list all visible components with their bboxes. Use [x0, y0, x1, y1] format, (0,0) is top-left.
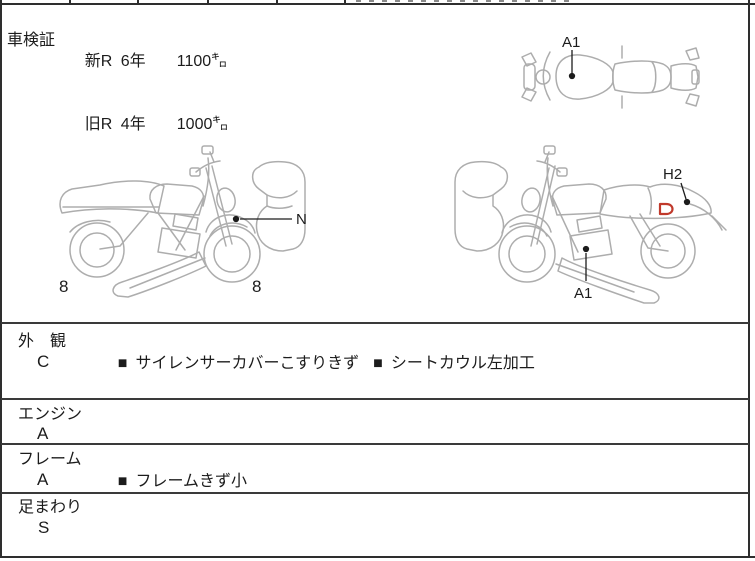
label-h2: H2: [663, 166, 682, 183]
table-left-border: [0, 0, 2, 558]
shaken-old-distance: 1000㌔: [176, 116, 229, 133]
label-n: N: [296, 211, 307, 228]
section-line-row1: [1, 398, 749, 400]
top-row-divider-5: [344, 0, 346, 4]
label-top-a1: A1: [562, 34, 580, 51]
shaken-label: 車検証: [7, 32, 56, 49]
clipped-row-text-fragments: [356, 0, 574, 2]
motorcycle-left-side-view: [59, 145, 306, 298]
shaken-row-old: 旧R 4年 1000㌔: [67, 93, 229, 156]
condition-notes: ■ フレームきず小: [100, 449, 247, 509]
condition-row-frame: フレーム ■ フレームきず小 A: [0, 444, 748, 492]
condition-grade: A: [37, 424, 49, 443]
top-row-divider-1: [69, 0, 71, 4]
note-bullet: ■: [117, 473, 128, 490]
top-row-divider-3: [207, 0, 209, 4]
h2-red-marker: [658, 202, 674, 216]
condition-label: 足まわり: [18, 499, 83, 516]
condition-label: エンジン: [18, 406, 83, 423]
table-bottom-border: [0, 556, 755, 558]
section-line-diagram-bottom: [1, 322, 749, 324]
label-engine-a1: A1: [574, 285, 592, 302]
note-bullet: ■: [373, 355, 383, 372]
motorcycle-top-view: [521, 45, 700, 109]
shaken-new-era: 新R: [84, 53, 113, 70]
note-text: サイレンサーカバーこすりきず: [135, 355, 360, 372]
vehicle-diagram: A1 N 8 8 H2 A1: [59, 34, 727, 304]
a1-callout-top-view: [568, 50, 576, 80]
condition-row-undercarriage: 足まわり S: [0, 493, 748, 556]
table-right-border: [748, 0, 750, 558]
motorcycle-right-side-view: [454, 145, 727, 304]
note-text: フレームきず小: [135, 473, 247, 490]
shaken-old-year: 4年: [120, 116, 146, 133]
condition-label: 外 観: [18, 333, 67, 350]
condition-label: フレーム: [18, 451, 82, 468]
shaken-old-era: 旧R: [84, 116, 113, 133]
n-callout: [232, 215, 292, 223]
a1-callout-engine: [582, 245, 590, 281]
label-wheel-left-8: 8: [59, 277, 68, 296]
shaken-row-new: 新R 6年 1100㌔: [67, 30, 228, 93]
condition-row-exterior: 外 観 ■ サイレンサーカバーこすりきず ■ シートカウル左加工 C: [0, 324, 748, 398]
label-wheel-right-8: 8: [252, 277, 261, 296]
section-line-row2: [1, 443, 749, 445]
note-text: シートカウル左加工: [390, 355, 535, 372]
top-row-divider-4: [276, 0, 278, 4]
section-line-row3: [1, 492, 749, 494]
condition-grade: S: [38, 518, 50, 537]
condition-grade: A: [37, 470, 49, 489]
condition-grade: C: [37, 352, 50, 371]
shaken-new-distance: 1100㌔: [176, 53, 228, 70]
shaken-rows: 新R 6年 1100㌔ 旧R 4年 1000㌔: [67, 30, 229, 156]
condition-row-engine: エンジン A: [0, 399, 748, 443]
condition-notes: ■ サイレンサーカバーこすりきず ■ シートカウル左加工: [100, 331, 535, 391]
shaken-new-year: 6年: [120, 53, 146, 70]
note-bullet: ■: [117, 355, 128, 372]
h2-callout: [680, 182, 691, 206]
top-row-divider-2: [137, 0, 139, 4]
table-top-border: [0, 3, 755, 5]
